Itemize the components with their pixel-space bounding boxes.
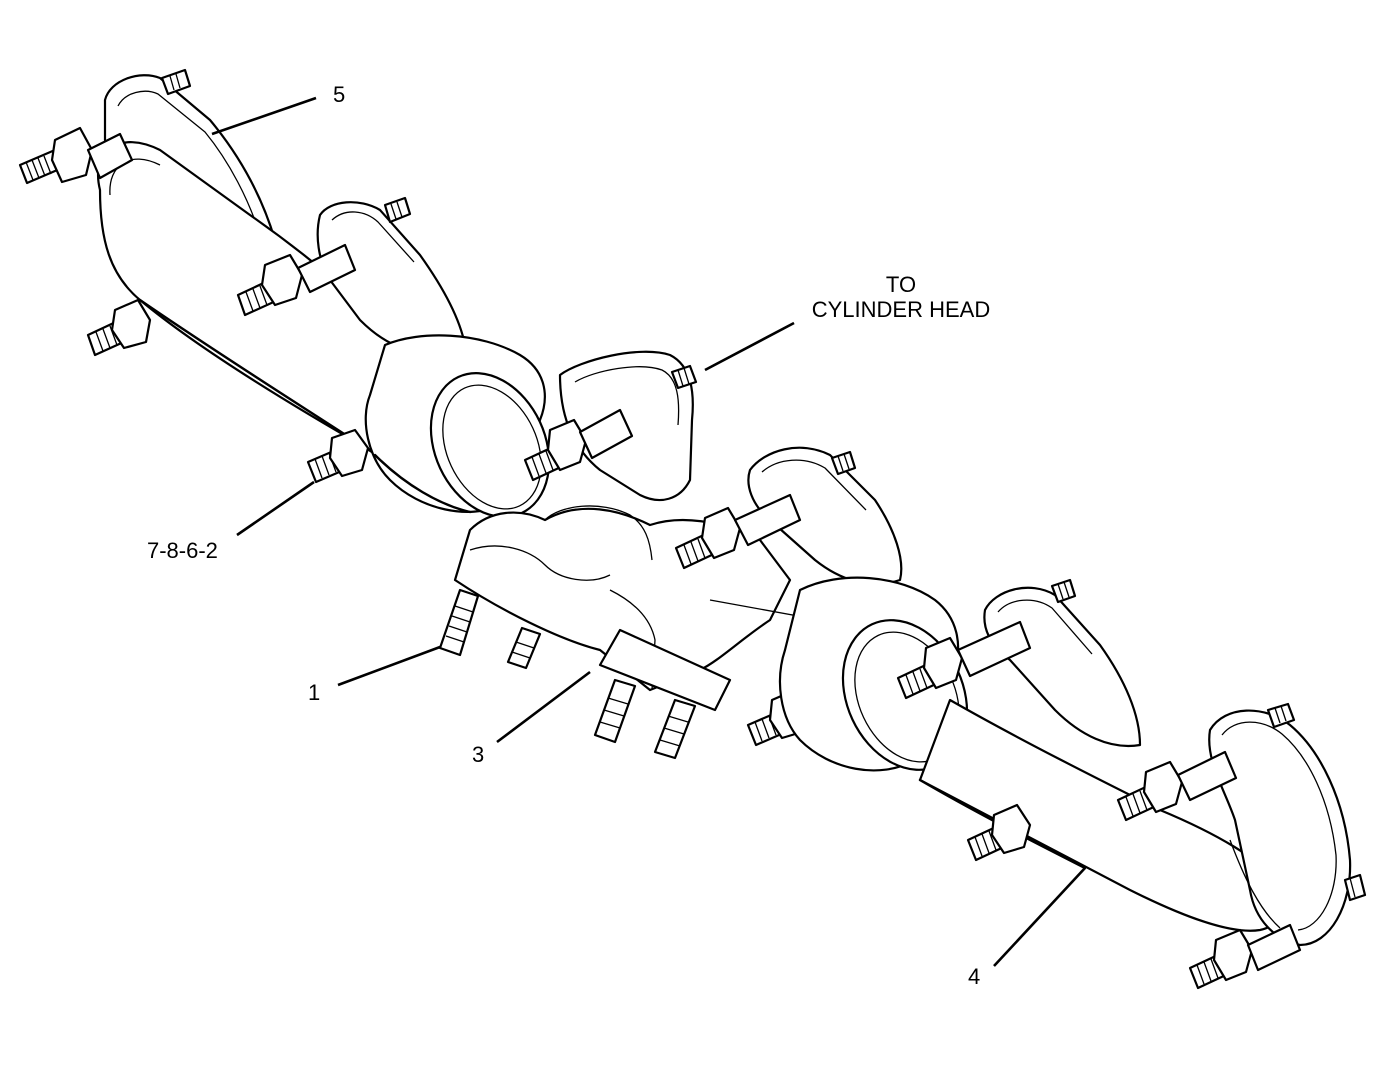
leader-5 (211, 96, 317, 136)
leader-4 (993, 867, 1086, 967)
stud-bolt (1188, 923, 1302, 990)
stud-bolt (236, 243, 357, 317)
stud-bolt (1343, 873, 1367, 902)
stud-bolt (506, 626, 542, 670)
slip-joint-left (364, 334, 551, 518)
callout-1: 1 (308, 680, 320, 705)
stud-bolt (830, 450, 857, 476)
callout-4: 4 (968, 964, 980, 989)
stud-bolt (896, 620, 1032, 700)
leader-7-8-6-2 (236, 480, 315, 537)
leader-1 (337, 645, 441, 687)
callout-7-8-6-2: 7-8-6-2 (147, 538, 218, 563)
stud-bolt (1266, 702, 1296, 729)
leader-cylinder-head (704, 321, 795, 372)
stud-bolt (438, 588, 480, 657)
stud-bolt (670, 364, 698, 390)
callout-cylinder-head: CYLINDER HEAD (812, 297, 990, 322)
stud-bolt (1116, 750, 1238, 822)
callout-3: 3 (472, 742, 484, 767)
stud-bolt (593, 678, 637, 744)
stud-bolt (1050, 578, 1077, 604)
stud-bolt (653, 698, 697, 760)
center-flange-section (306, 350, 698, 502)
right-elbow-section (918, 698, 1367, 990)
stud-bolt (383, 196, 412, 224)
stud-bolt (966, 803, 1032, 862)
callout-to: TO (886, 272, 916, 297)
stud-bolt (160, 68, 192, 96)
stud-bolt (523, 408, 634, 482)
leader-3 (496, 670, 591, 744)
callout-5: 5 (333, 82, 345, 107)
stud-bolt (306, 428, 370, 484)
second-flange-section (236, 196, 467, 353)
right-flange-section (896, 578, 1142, 748)
stud-bolt (86, 298, 152, 357)
stud-bolt (674, 493, 802, 570)
stud-bolt (18, 126, 134, 185)
